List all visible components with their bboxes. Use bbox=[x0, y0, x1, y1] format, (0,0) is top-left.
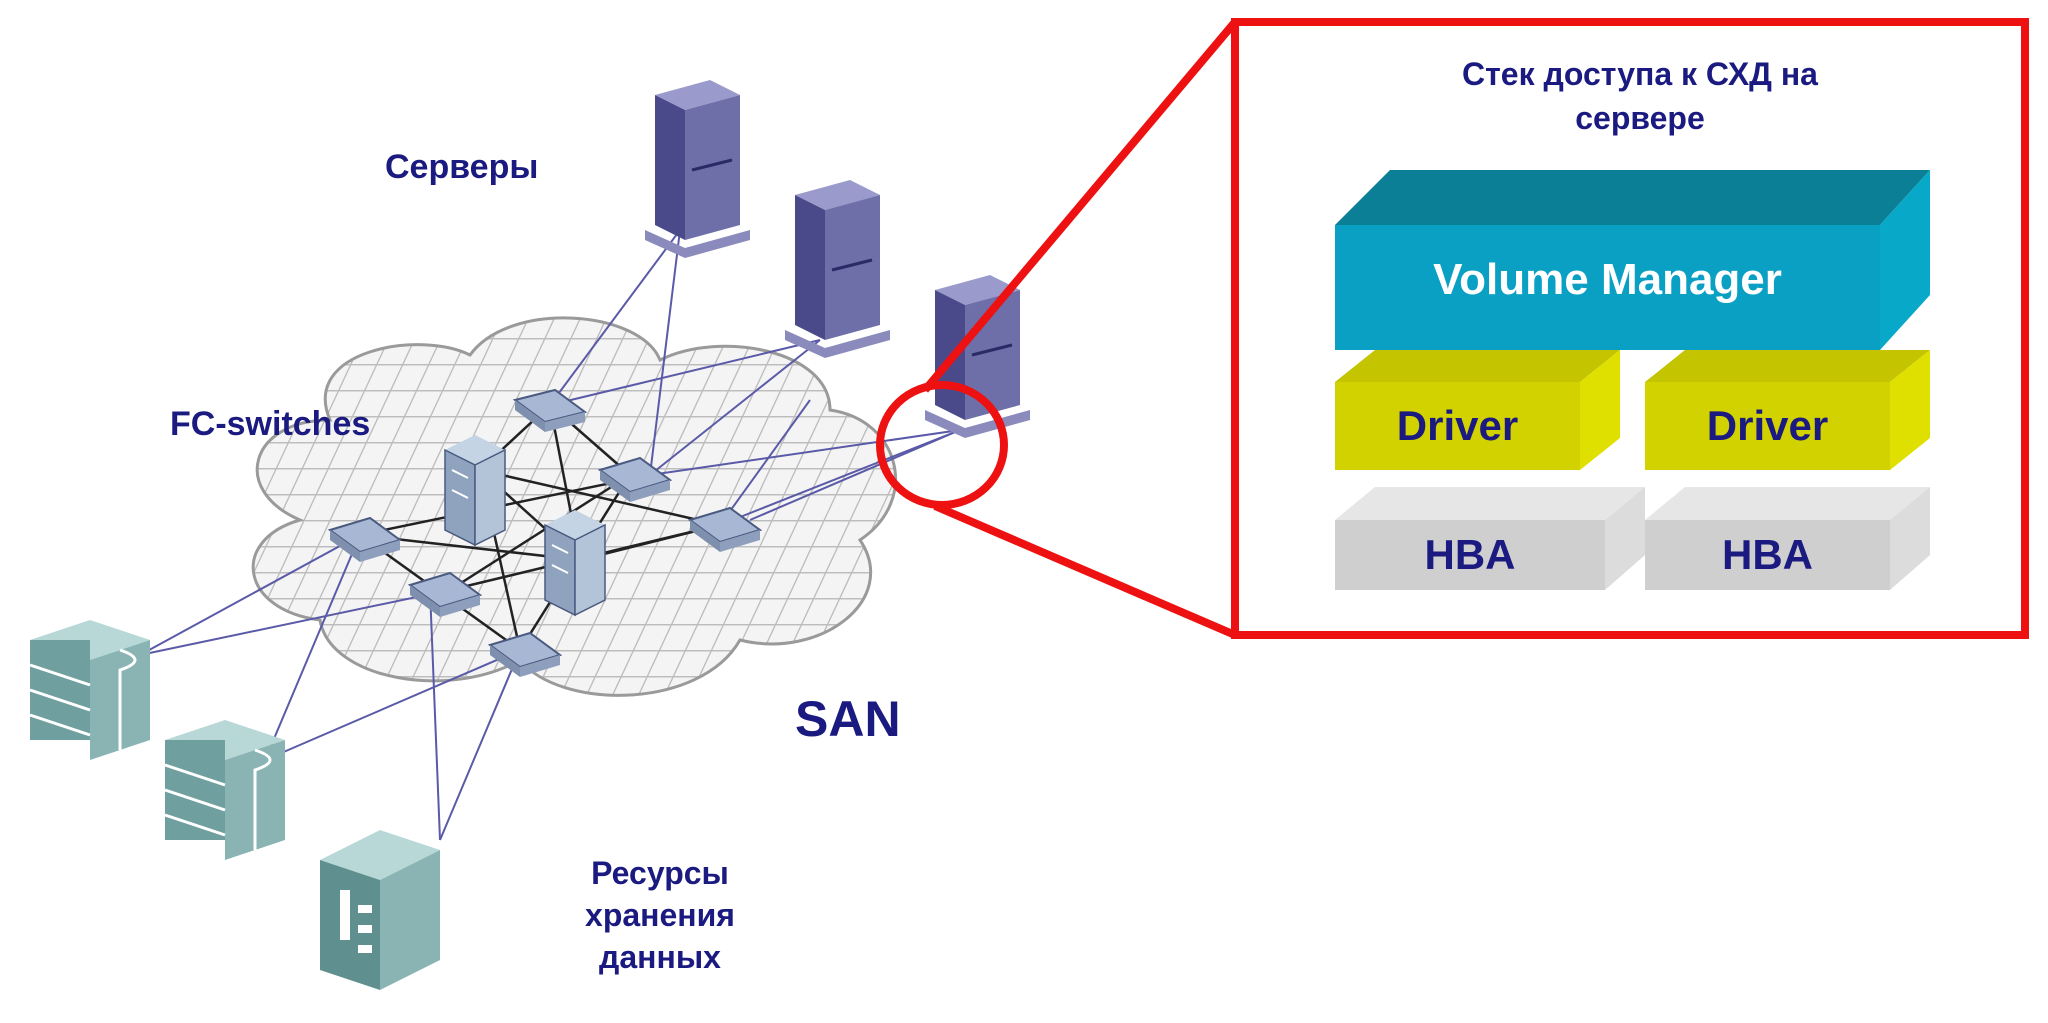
volume-manager-label: Volume Manager bbox=[1433, 255, 1782, 304]
storage-array-icon bbox=[29, 620, 150, 760]
hba-left-label: HBA bbox=[1424, 531, 1516, 578]
stack-blocks bbox=[1335, 170, 1930, 590]
storage-label-line3: данных bbox=[599, 939, 721, 975]
driver-left-label: Driver bbox=[1396, 402, 1519, 449]
zoom-highlight bbox=[876, 18, 2029, 639]
hba-right-label: HBA bbox=[1722, 531, 1813, 578]
server-icon bbox=[645, 80, 750, 258]
server-icon bbox=[925, 275, 1030, 438]
stack-title: Стек доступа к СХД на сервере bbox=[1380, 52, 1900, 140]
fc-switch-icon bbox=[327, 516, 403, 562]
fc-switches-label: FC-switches bbox=[170, 405, 371, 443]
driver-right-block bbox=[1645, 382, 1890, 470]
volume-manager-block bbox=[1335, 225, 1880, 350]
storage-array-icon bbox=[164, 720, 285, 860]
fc-director-icon bbox=[544, 510, 606, 617]
driver-right-label: Driver bbox=[1706, 402, 1829, 449]
storage-label: Ресурсы хранения данных bbox=[540, 852, 780, 978]
fc-switch-icon bbox=[687, 506, 763, 552]
fc-links bbox=[139, 229, 961, 841]
hba-left-block bbox=[1335, 520, 1605, 590]
fc-switch-icon bbox=[512, 388, 588, 432]
servers-label: Серверы bbox=[385, 148, 539, 186]
stack-title-line1: Стек доступа к СХД на bbox=[1462, 56, 1818, 92]
storage-label-line2: хранения bbox=[585, 897, 735, 933]
stack-title-line2: сервере bbox=[1575, 100, 1705, 136]
storage-cabinet-icon bbox=[320, 830, 440, 990]
fc-switch-icon bbox=[407, 571, 483, 617]
fc-switch-icon bbox=[597, 456, 673, 502]
san-cloud bbox=[251, 316, 897, 697]
fc-director-icon bbox=[444, 435, 506, 547]
storage-group bbox=[29, 620, 440, 990]
hba-right-block bbox=[1645, 520, 1890, 590]
storage-label-line1: Ресурсы bbox=[591, 855, 729, 891]
fc-switch-group bbox=[327, 388, 763, 677]
server-icon bbox=[785, 180, 890, 358]
fc-switch-icon bbox=[487, 631, 563, 677]
san-label: SAN bbox=[795, 691, 901, 747]
driver-left-block bbox=[1335, 382, 1580, 470]
stack-box bbox=[1231, 18, 2029, 639]
